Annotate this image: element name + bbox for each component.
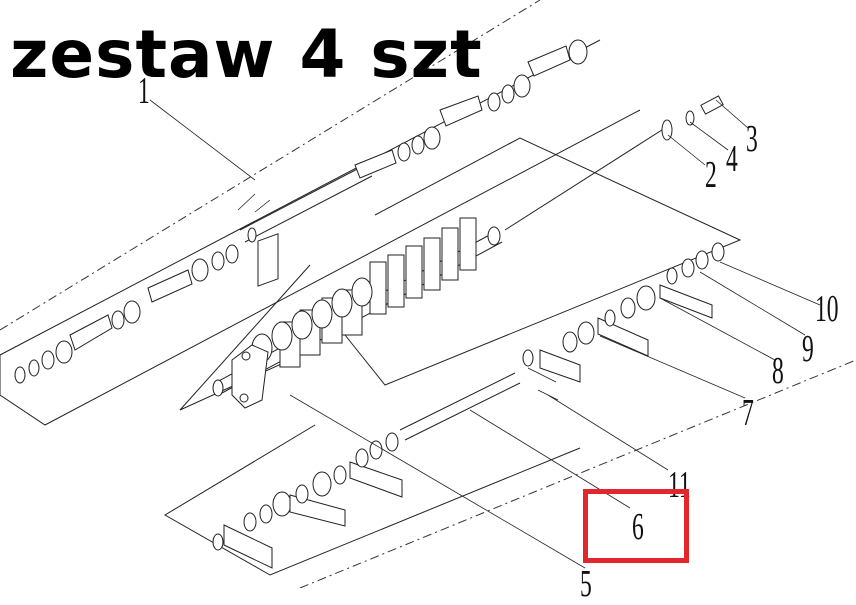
lower-shaft-pin-a <box>527 367 557 383</box>
leader-1 <box>149 99 256 181</box>
part-label-8: 8 <box>772 350 784 392</box>
part-label-3: 3 <box>746 118 758 160</box>
leader-5 <box>289 394 586 569</box>
leader-3 <box>715 99 749 129</box>
right-stack-components <box>522 242 725 383</box>
leader-9 <box>699 271 806 336</box>
part-label-7: 7 <box>742 392 754 434</box>
leader-2 <box>667 134 706 166</box>
highlight-box-part-6 <box>583 489 689 563</box>
part-label-1: 1 <box>138 70 150 112</box>
rotor-plate-hole-a <box>241 351 251 361</box>
leader-7 <box>599 335 746 399</box>
leader-11 <box>547 394 669 471</box>
rotor-drive-end <box>487 226 501 246</box>
leader-10 <box>719 261 821 306</box>
top-shaft-upper <box>239 164 366 231</box>
rotor-plate-hole-b <box>239 393 249 403</box>
top-shaft-pin-b <box>254 199 271 213</box>
group-box-rotor <box>344 137 742 386</box>
title-caption: zestaw 4 szt <box>10 16 483 93</box>
top-shaft-pin-a <box>237 193 256 211</box>
part-label-4: 4 <box>726 138 738 180</box>
assembly-drawing <box>0 0 856 589</box>
top-shaft-components <box>14 39 588 384</box>
part-label-10: 10 <box>815 288 839 330</box>
washer-part-4 <box>685 110 695 126</box>
leader-4 <box>689 121 729 151</box>
lower-stack-components <box>212 432 403 569</box>
part-label-2: 2 <box>705 154 717 196</box>
group-box-1 <box>0 39 641 426</box>
lower-shaft-upper <box>399 372 516 431</box>
bolt-axis <box>504 127 666 231</box>
leader-8 <box>659 297 776 361</box>
rotor-end-plate <box>231 344 269 409</box>
washer-part-2 <box>661 119 673 141</box>
part-label-9: 9 <box>802 328 814 370</box>
rotor-stub-shaft <box>212 379 224 397</box>
top-shaft-lower <box>244 175 373 243</box>
part-label-5: 5 <box>580 563 592 605</box>
lower-shaft-lower <box>404 382 521 441</box>
bolt-part-3 <box>700 95 724 115</box>
frame-line-top <box>0 0 541 331</box>
frame-line-bottom <box>299 359 856 589</box>
part-label-6: 6 <box>632 506 644 548</box>
